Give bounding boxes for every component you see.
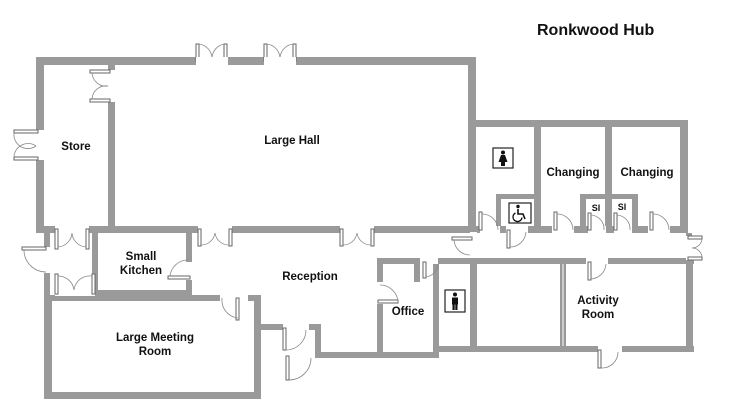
room-label-office: Office <box>391 306 425 318</box>
map-title: Ronkwood Hub <box>537 22 655 39</box>
room-label-reception: Reception <box>282 271 338 283</box>
room-label-shower-2: Sl <box>617 202 627 212</box>
female-toilet-icon <box>492 147 514 169</box>
door-male-toilet <box>420 258 439 279</box>
door-kitchen <box>167 259 192 280</box>
male-toilet-icon <box>444 289 466 313</box>
accessible-toilet-icon <box>508 202 532 224</box>
room-label-activity-room: Activity Room <box>577 295 619 321</box>
room-label-store: Store <box>61 141 91 153</box>
door-right-1 <box>451 232 477 256</box>
double-door-top-left <box>195 43 228 65</box>
door-corridor-left <box>21 246 50 273</box>
room-label-small-kitchen: Small Kitchen <box>119 251 163 277</box>
doors <box>13 43 703 381</box>
partition-line <box>562 264 564 346</box>
door-activity-lower <box>597 346 622 369</box>
door-meeting-reception <box>220 295 248 321</box>
room-label-shower-1: Sl <box>591 203 601 213</box>
door-changing-2 <box>648 211 670 233</box>
double-door-top-right <box>263 43 297 65</box>
door-toilet-accessible <box>506 226 528 249</box>
double-door-store-left <box>13 129 44 161</box>
door-reception-lower <box>282 324 312 381</box>
door-shower-1 <box>587 212 606 233</box>
double-door-store-hall <box>89 69 115 103</box>
door-activity <box>586 258 608 281</box>
double-door-meeting <box>54 273 96 296</box>
double-door-hall-bottom-left <box>197 226 233 247</box>
double-door-right-external <box>686 235 703 261</box>
room-label-changing-2: Changing <box>620 167 674 179</box>
room-label-large-meeting-room: Large Meeting Room <box>116 332 194 358</box>
double-door-hall-bottom-right <box>339 226 375 247</box>
door-shower-2 <box>613 212 632 233</box>
room-label-large-hall: Large Hall <box>264 135 320 147</box>
room-label-changing-1: Changing <box>546 167 600 179</box>
door-office <box>377 282 399 304</box>
door-toilet-f <box>478 211 500 233</box>
door-changing-1 <box>552 211 574 233</box>
double-door-store-bottom <box>54 226 90 250</box>
